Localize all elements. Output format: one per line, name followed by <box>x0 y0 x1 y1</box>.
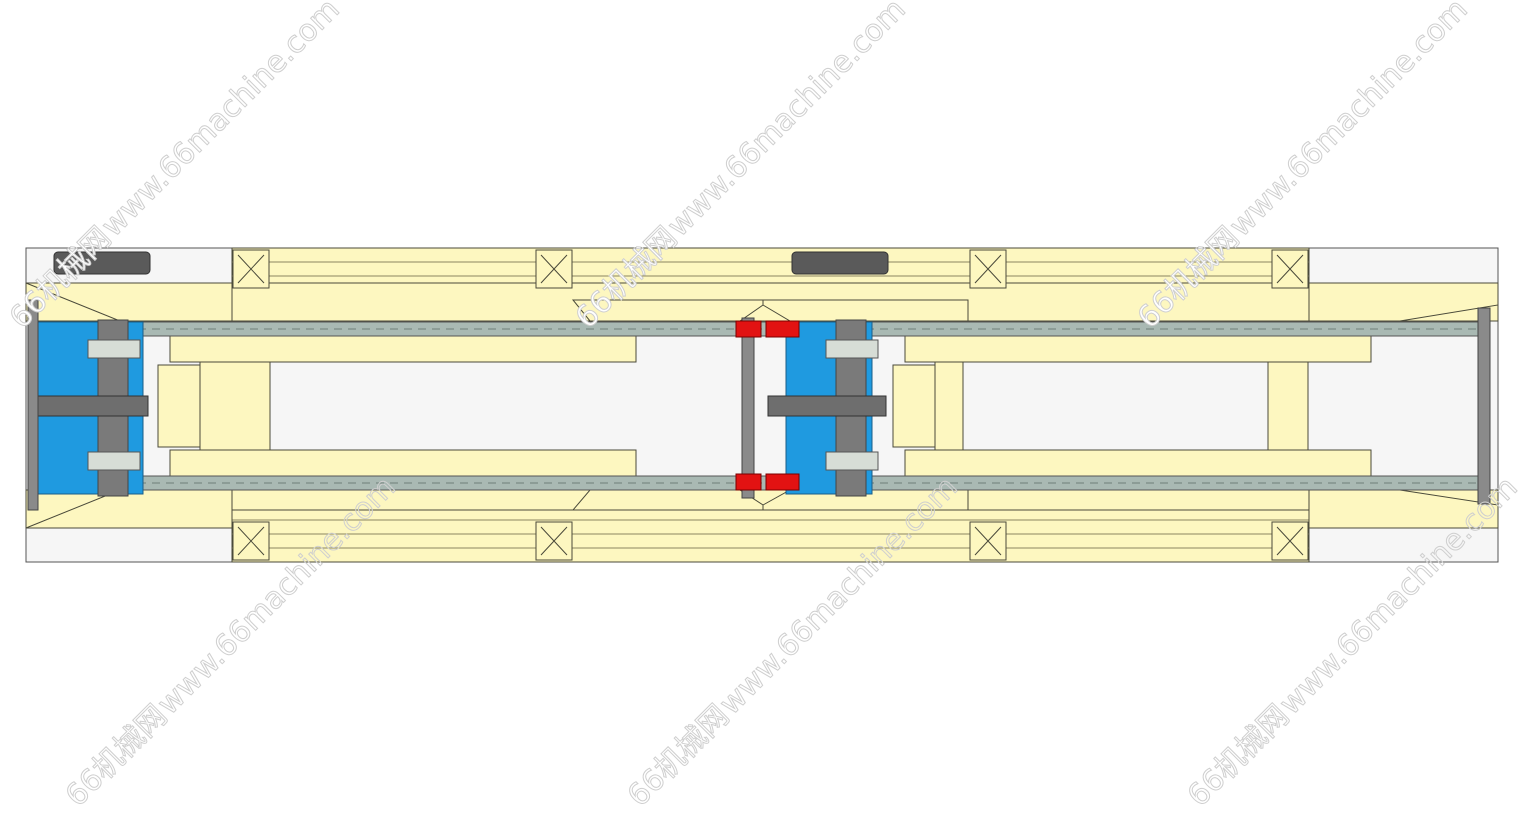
vertical-shafts <box>27 299 1491 511</box>
watermark-prefix: 66机械网 <box>59 698 174 812</box>
inner-rails-right <box>892 335 1372 477</box>
watermark-url: www.66machine.com <box>95 0 347 244</box>
watermark-url: www.66machine.com <box>1223 0 1475 244</box>
lower-chain <box>39 475 1491 491</box>
watermark-url: www.66machine.com <box>661 0 913 244</box>
watermark-prefix: 66机械网 <box>621 698 736 812</box>
drive-motor-middle <box>767 251 889 497</box>
red-stoppers <box>735 320 800 491</box>
inner-rails-left <box>157 335 637 477</box>
connector-cross-marks <box>237 254 1304 556</box>
upper-chain <box>39 321 1491 337</box>
bottom-frame <box>25 489 1499 563</box>
watermark-prefix: 66机械网 <box>1181 698 1296 812</box>
top-frame <box>25 247 1499 322</box>
